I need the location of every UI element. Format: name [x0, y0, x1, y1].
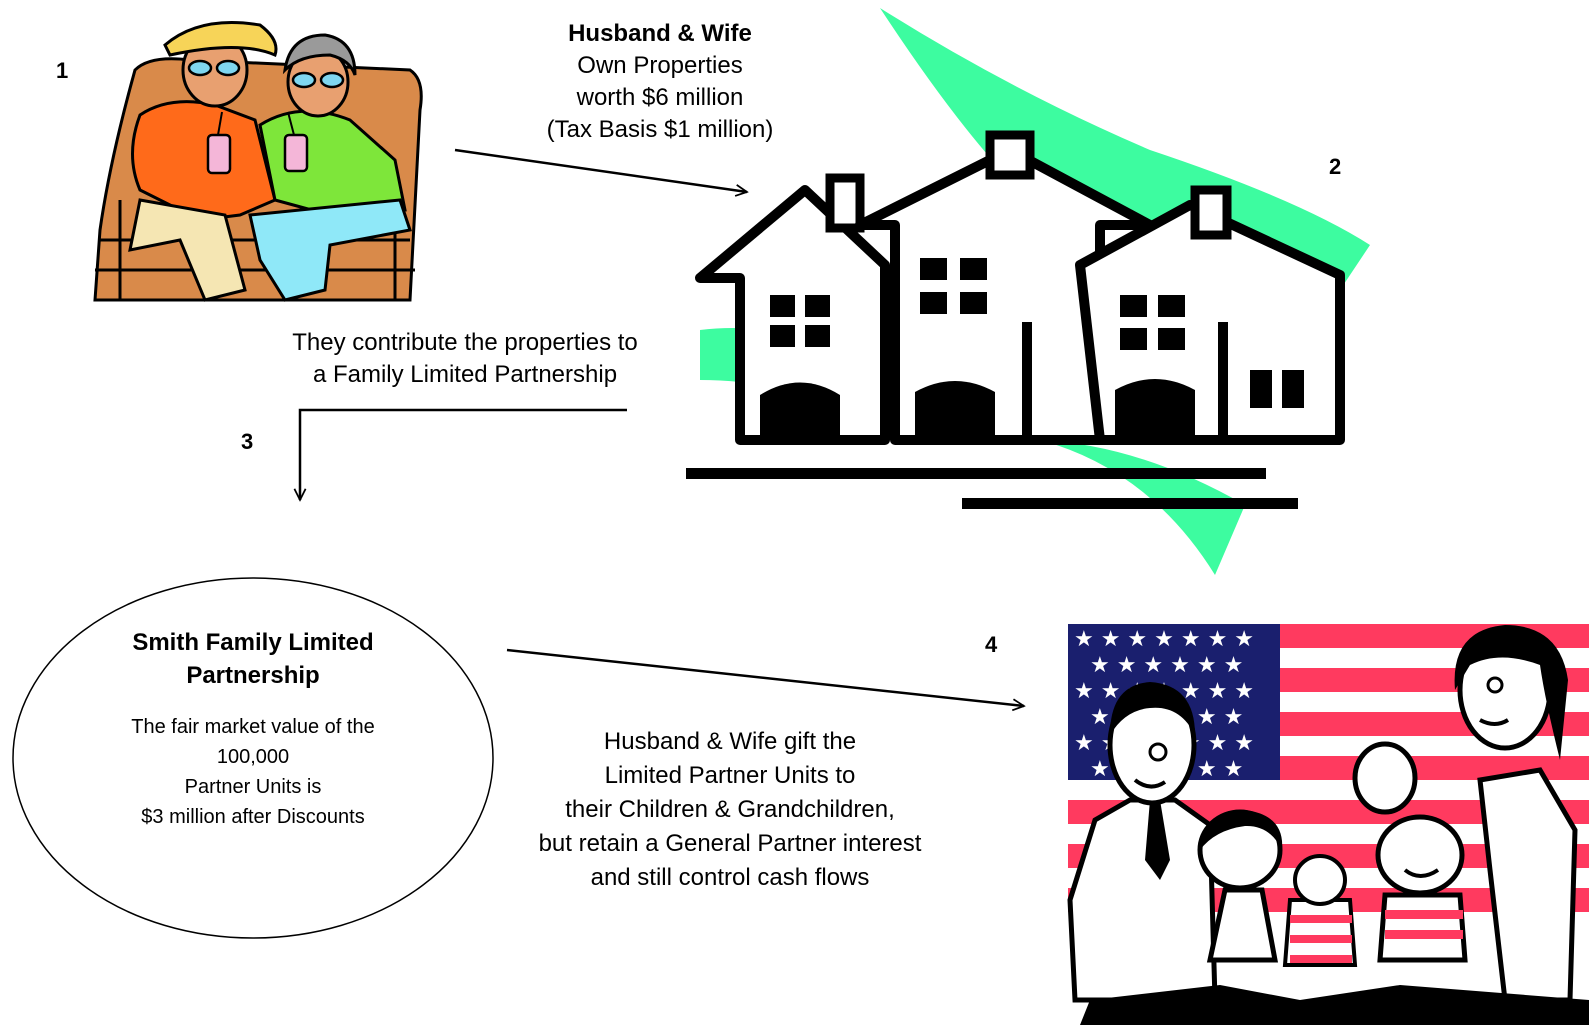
couple-illustration: [95, 23, 421, 301]
houses-illustration: [686, 8, 1370, 575]
svg-text:★ ★ ★ ★ ★ ★: ★ ★ ★ ★ ★ ★: [1090, 653, 1243, 678]
partnership-body-line2: 100,000: [58, 742, 448, 772]
partnership-title-line1: Smith Family Limited: [58, 626, 448, 659]
family-illustration: ★ ★ ★ ★ ★ ★ ★ ★ ★ ★ ★ ★ ★ ★ ★ ★ ★ ★ ★ ★ …: [1068, 624, 1589, 1025]
partnership-body-line4: $3 million after Discounts: [58, 802, 448, 832]
svg-text:★ ★ ★ ★ ★ ★ ★: ★ ★ ★ ★ ★ ★ ★: [1074, 627, 1254, 652]
arrow-houses-to-partnership: [300, 410, 627, 500]
partnership-body: The fair market value of the 100,000 Par…: [58, 712, 448, 832]
arrow-partnership-to-family: [507, 650, 1024, 706]
arrow-couple-to-houses: [455, 150, 747, 192]
partnership-title-line2: Partnership: [58, 659, 448, 692]
partnership-body-line1: The fair market value of the: [58, 712, 448, 742]
partnership-text: Smith Family Limited Partnership The fai…: [58, 626, 448, 832]
partnership-body-line3: Partner Units is: [58, 772, 448, 802]
